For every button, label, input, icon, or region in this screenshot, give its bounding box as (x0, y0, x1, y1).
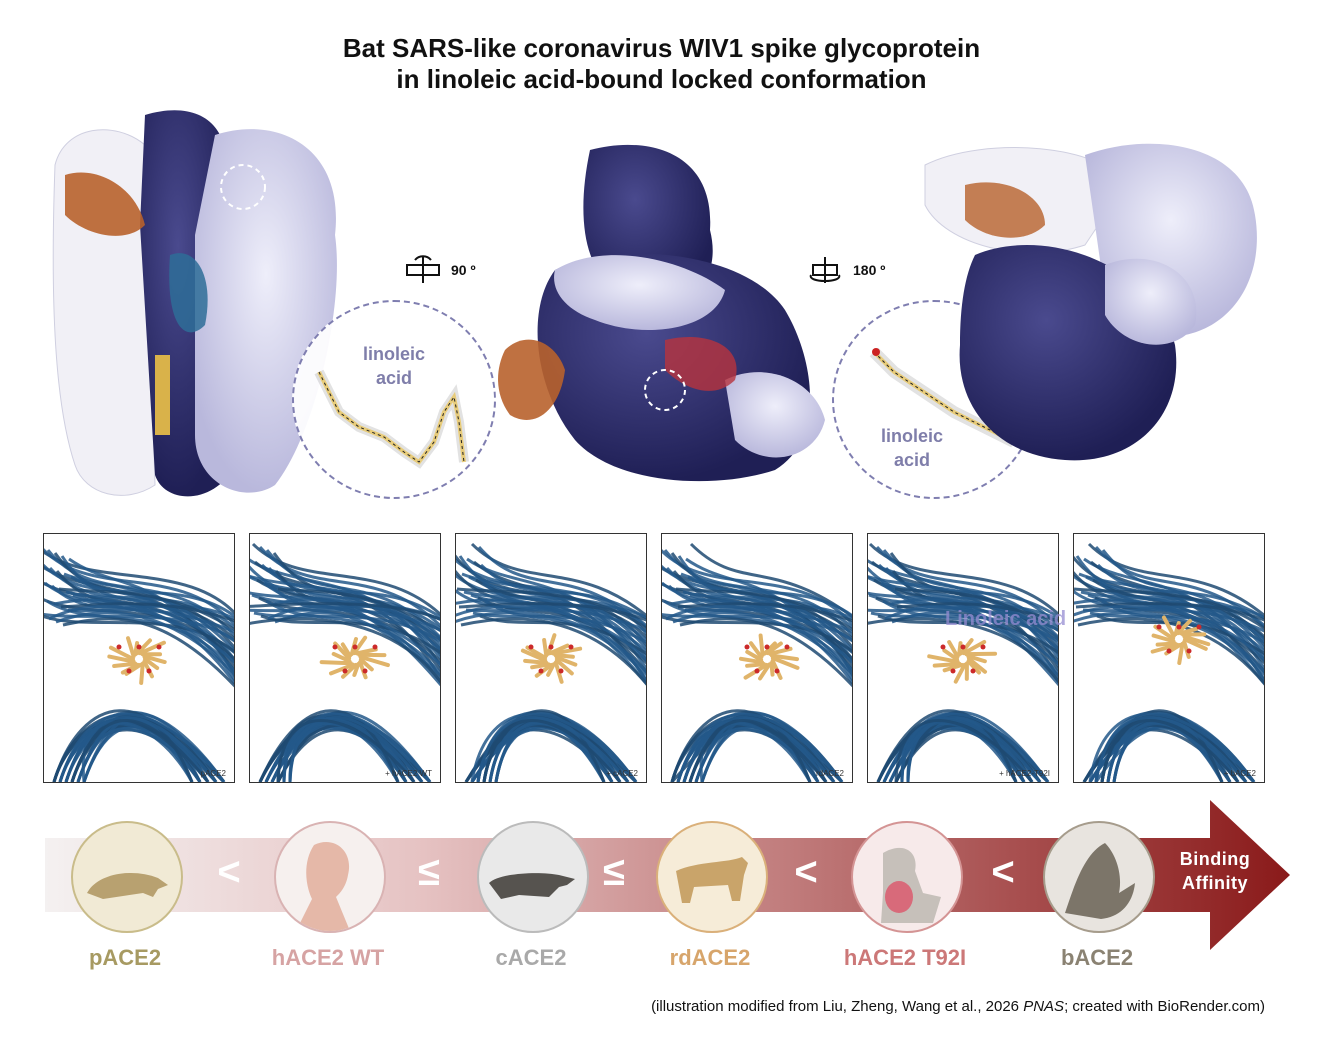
linoleic-acid-density-mesh (869, 347, 1017, 448)
binding-affinity-label: Binding Affinity (1165, 847, 1265, 895)
civet-icon (477, 821, 589, 933)
figure-credit: (illustration modified from Liu, Zheng, … (651, 998, 1265, 1015)
ace2-label: cACE2 (495, 945, 567, 970)
ribbon-ensemble (250, 542, 440, 782)
panel-overlay-linoleic-acid: Linoleic acid (945, 608, 1067, 630)
human-icon (274, 821, 386, 933)
linoleic-acid-density-mesh (314, 369, 469, 469)
figure-title-line2: in linoleic acid-bound locked conformati… (396, 64, 927, 94)
panel-label: + hACE2 WT (385, 769, 432, 778)
ribbon-ensemble (44, 547, 234, 782)
human-lungs-icon (851, 821, 963, 933)
ace2-label: bACE2 (1060, 945, 1134, 970)
comparison-symbol: < (217, 850, 241, 894)
ribbon-ensemble (456, 542, 646, 782)
ribbon-ensemble (1074, 542, 1264, 782)
panel-5: + hACE2-T92I (867, 533, 1059, 783)
spike-structure-top-view (498, 144, 825, 482)
rotation-90-indicator: 90 º (405, 255, 476, 285)
ligand-zoom-left: linoleic acid (292, 300, 496, 499)
rotation-180-label: 180 º (853, 262, 886, 278)
bat-icon (1043, 821, 1155, 933)
ace2-label: hACE2 T92I (843, 945, 967, 970)
credit-prefix: (illustration modified from Liu, Zheng, … (651, 998, 1024, 1015)
ligand-label-left: linoleic acid (362, 344, 425, 388)
binding-label-line2: Affinity (1182, 873, 1248, 893)
ribbon-ensemble (868, 542, 1058, 782)
panel-label: + hACE2-T92I (999, 769, 1050, 778)
comparison-symbol: ≤ (418, 850, 440, 894)
pangolin-icon (71, 821, 183, 933)
panel-2: + hACE2 WT (249, 533, 441, 783)
panel-3: + cACE2 (455, 533, 647, 783)
comparison-symbol: ≤ (603, 850, 625, 894)
panel-label: pACE2 (200, 769, 226, 778)
panel-label: + cACE2 (606, 769, 638, 778)
panel-label: rdACE2 (815, 769, 844, 778)
panel-4: rdACE2 (661, 533, 853, 783)
panel-label: + bACE2 (1223, 769, 1256, 778)
rotate-icon (406, 255, 440, 283)
rotation-180-indicator: 180 º (807, 255, 885, 285)
rotation-90-label: 90 º (451, 262, 476, 278)
figure-title-line1: Bat SARS-like coronavirus WIV1 spike gly… (342, 33, 981, 63)
comparison-symbol: < (794, 850, 818, 894)
raccoon-dog-icon (656, 821, 768, 933)
binding-label-line1: Binding (1179, 849, 1251, 869)
spike-structure-rotated-view (924, 143, 1257, 461)
ace2-label: hACE2 WT (271, 945, 385, 970)
comparison-symbol: < (991, 850, 1015, 894)
ace2-label: pACE2 (88, 945, 162, 970)
ace2-label: rdACE2 (669, 945, 751, 970)
panel-1: pACE2 (43, 533, 235, 783)
credit-suffix: ; created with BioRender.com) (1064, 998, 1265, 1015)
ligand-label-right: linoleic acid (880, 426, 943, 470)
credit-journal: PNAS (1023, 998, 1065, 1015)
panel-6: + bACE2 (1073, 533, 1265, 783)
ribbon-ensemble (662, 542, 852, 782)
rotate-icon (809, 257, 841, 283)
